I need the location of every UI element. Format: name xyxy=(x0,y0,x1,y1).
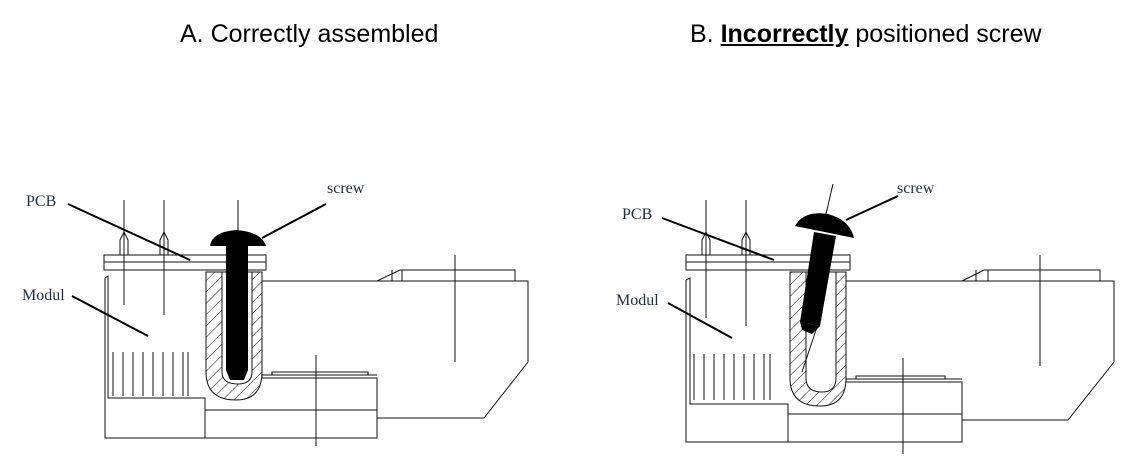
panel-b-drawing: PCB Modul screw xyxy=(616,180,1115,454)
panel-a-modul-label: Modul xyxy=(22,287,65,304)
panel-b-title-emphasis: Incorrectly xyxy=(720,20,849,48)
panel-a-module-body xyxy=(104,255,529,446)
panel-a-pcb-label: PCB xyxy=(26,193,56,210)
panel-a-screw-label: screw xyxy=(327,180,365,197)
panel-b-title-prefix: B. xyxy=(690,20,714,48)
panel-b-leaders xyxy=(661,195,899,339)
panel-a-title: A. Correctly assembled xyxy=(180,20,439,48)
panel-b-pcb-label: PCB xyxy=(622,206,652,223)
panel-a-pins xyxy=(119,200,239,315)
panel-b-module-body xyxy=(685,255,1115,454)
panel-b-title: B. Incorrectly positioned screw xyxy=(690,16,1042,52)
panel-a-drawing: PCB Modul screw xyxy=(22,180,529,446)
panel-b-title-suffix: positioned screw xyxy=(855,20,1042,48)
panel-b-modul-label: Modul xyxy=(616,292,659,309)
panel-a-leaders xyxy=(67,203,327,337)
panel-a-screw xyxy=(210,230,266,380)
panel-b-screw xyxy=(795,183,854,334)
panel-b-screw-label: screw xyxy=(897,180,935,197)
